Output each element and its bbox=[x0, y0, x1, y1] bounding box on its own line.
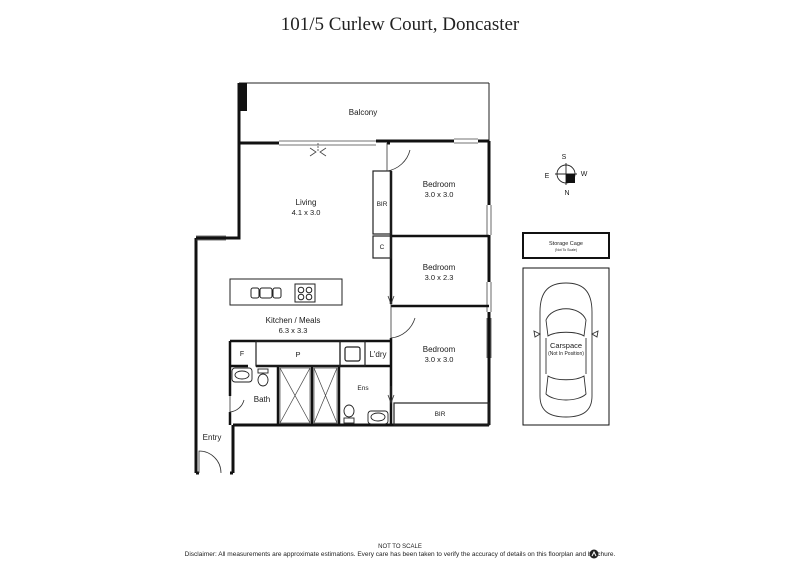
disclaimer: Disclaimer: All measurements are approxi… bbox=[184, 551, 616, 558]
label-bir-2: BIR bbox=[435, 411, 446, 418]
label-bedroom-1-dim: 3.0 x 3.0 bbox=[425, 190, 454, 199]
label-carspace: Carspace bbox=[550, 341, 582, 350]
label-kitchen: Kitchen / Meals bbox=[266, 316, 321, 325]
utility-row bbox=[255, 340, 366, 367]
label-bedroom-2-dim: 3.0 x 2.3 bbox=[425, 273, 454, 282]
compass-label-n: N bbox=[564, 190, 569, 197]
compass-label-w: W bbox=[581, 171, 588, 178]
label-laundry: L'dry bbox=[369, 350, 386, 359]
label-living: Living bbox=[296, 198, 317, 207]
balcony-area bbox=[239, 82, 490, 143]
label-bath: Bath bbox=[254, 395, 270, 404]
compass-rose bbox=[555, 163, 577, 185]
compass-label-e: E bbox=[545, 173, 550, 180]
label-carspace-note: (Not In Position) bbox=[548, 351, 584, 357]
label-living-dim: 4.1 x 3.0 bbox=[292, 208, 321, 217]
carspace bbox=[522, 267, 610, 426]
label-fridge: F bbox=[240, 351, 244, 358]
label-balcony: Balcony bbox=[349, 108, 377, 117]
label-kitchen-dim: 6.3 x 3.3 bbox=[279, 326, 308, 335]
label-pantry: P bbox=[295, 350, 300, 359]
label-cupboard: C bbox=[380, 244, 385, 251]
label-storage-cage: Storage Cage bbox=[549, 241, 583, 247]
windows bbox=[196, 138, 492, 358]
sanitary-fixtures bbox=[231, 367, 389, 425]
storage-cage bbox=[522, 232, 610, 259]
label-storage-note: (Not To Scale) bbox=[555, 248, 577, 252]
scale-note: NOT TO SCALE bbox=[378, 544, 422, 550]
bir-cupboards bbox=[372, 170, 490, 426]
label-ensuite: Ens bbox=[357, 385, 369, 392]
door-swings bbox=[198, 143, 416, 474]
kitchen-bench bbox=[229, 278, 343, 306]
car-outline bbox=[533, 282, 599, 418]
label-bedroom-3-dim: 3.0 x 3.0 bbox=[425, 355, 454, 364]
plan-title: 101/5 Curlew Court, Doncaster bbox=[280, 14, 520, 35]
label-entry: Entry bbox=[203, 433, 222, 442]
showers bbox=[279, 367, 338, 424]
label-bir-1: BIR bbox=[377, 201, 388, 208]
label-bedroom-3: Bedroom bbox=[423, 345, 456, 354]
label-bedroom-2: Bedroom bbox=[423, 263, 456, 272]
label-bedroom-1: Bedroom bbox=[423, 180, 456, 189]
compass-label-s: S bbox=[562, 154, 567, 161]
brand-logo bbox=[589, 549, 599, 559]
